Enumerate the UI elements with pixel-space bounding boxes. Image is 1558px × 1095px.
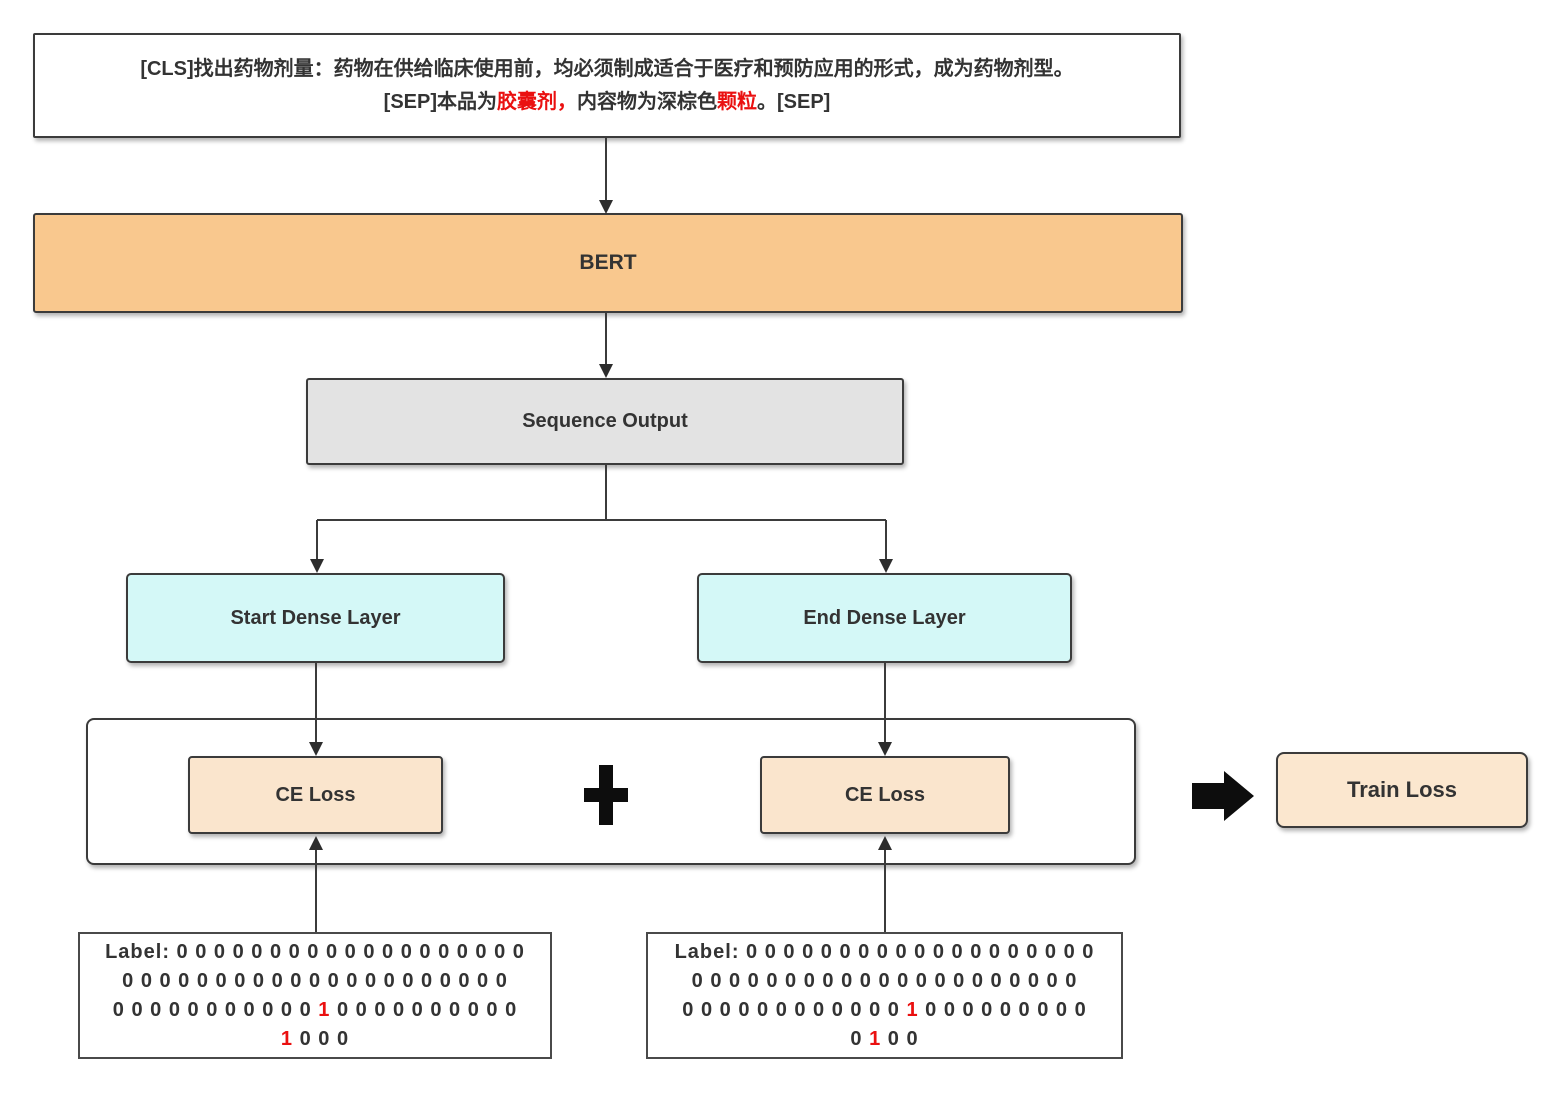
text-line: [SEP]本品为胶囊剂，内容物为深棕色颗粒。[SEP] (383, 90, 831, 113)
text-line: [CLS]找出药物剂量：药物在供给临床使用前，均必须制成适合于医疗和预防应用的形… (140, 57, 1074, 80)
ce-loss-start-box: CE Loss (188, 756, 443, 834)
bert-label: BERT (579, 251, 637, 274)
arrowhead-down-icon (310, 559, 324, 573)
end-label-box: Label: 0 0 0 0 0 0 0 0 0 0 0 0 0 0 0 0 0… (646, 932, 1123, 1059)
text-line: 1 0 0 0 (280, 1027, 350, 1050)
big-right-arrow-icon (1192, 771, 1254, 821)
train-loss-label: Train Loss (1346, 777, 1458, 802)
end-dense-layer-label: End Dense Layer (803, 606, 966, 629)
ce-loss-end-label: CE Loss (844, 783, 926, 806)
sequence-output-box: Sequence Output (306, 378, 904, 465)
text-line: Label: 0 0 0 0 0 0 0 0 0 0 0 0 0 0 0 0 0… (105, 940, 525, 963)
input-sentence-box: [CLS]找出药物剂量：药物在供给临床使用前，均必须制成适合于医疗和预防应用的形… (33, 33, 1181, 138)
start-dense-layer-label: Start Dense Layer (230, 606, 401, 629)
start-dense-layer-box: Start Dense Layer (126, 573, 505, 663)
text-line: 0 1 0 0 (850, 1027, 919, 1050)
ce-loss-start-label: CE Loss (275, 783, 356, 806)
text-line: 0 0 0 0 0 0 0 0 0 0 0 0 1 0 0 0 0 0 0 0 … (682, 998, 1087, 1021)
end-dense-layer-box: End Dense Layer (697, 573, 1072, 663)
text-line: 0 0 0 0 0 0 0 0 0 0 0 1 0 0 0 0 0 0 0 0 … (112, 998, 518, 1021)
arrowhead-down-icon (599, 200, 613, 214)
train-loss-box: Train Loss (1276, 752, 1528, 828)
split-connector (316, 465, 887, 560)
sequence-output-label: Sequence Output (522, 410, 688, 432)
text-line: 0 0 0 0 0 0 0 0 0 0 0 0 0 0 0 0 0 0 0 0 … (122, 969, 508, 992)
plus-icon (584, 765, 628, 825)
text-line: Label: 0 0 0 0 0 0 0 0 0 0 0 0 0 0 0 0 0… (674, 940, 1095, 963)
text-line: 0 0 0 0 0 0 0 0 0 0 0 0 0 0 0 0 0 0 0 0 … (691, 969, 1078, 992)
bert-box: BERT (33, 213, 1183, 313)
arrowhead-down-icon (599, 364, 613, 378)
ce-loss-end-box: CE Loss (760, 756, 1010, 834)
arrowhead-down-icon (879, 559, 893, 573)
start-label-box: Label: 0 0 0 0 0 0 0 0 0 0 0 0 0 0 0 0 0… (78, 932, 552, 1059)
plus-icon-horizontal-bar (584, 788, 628, 802)
